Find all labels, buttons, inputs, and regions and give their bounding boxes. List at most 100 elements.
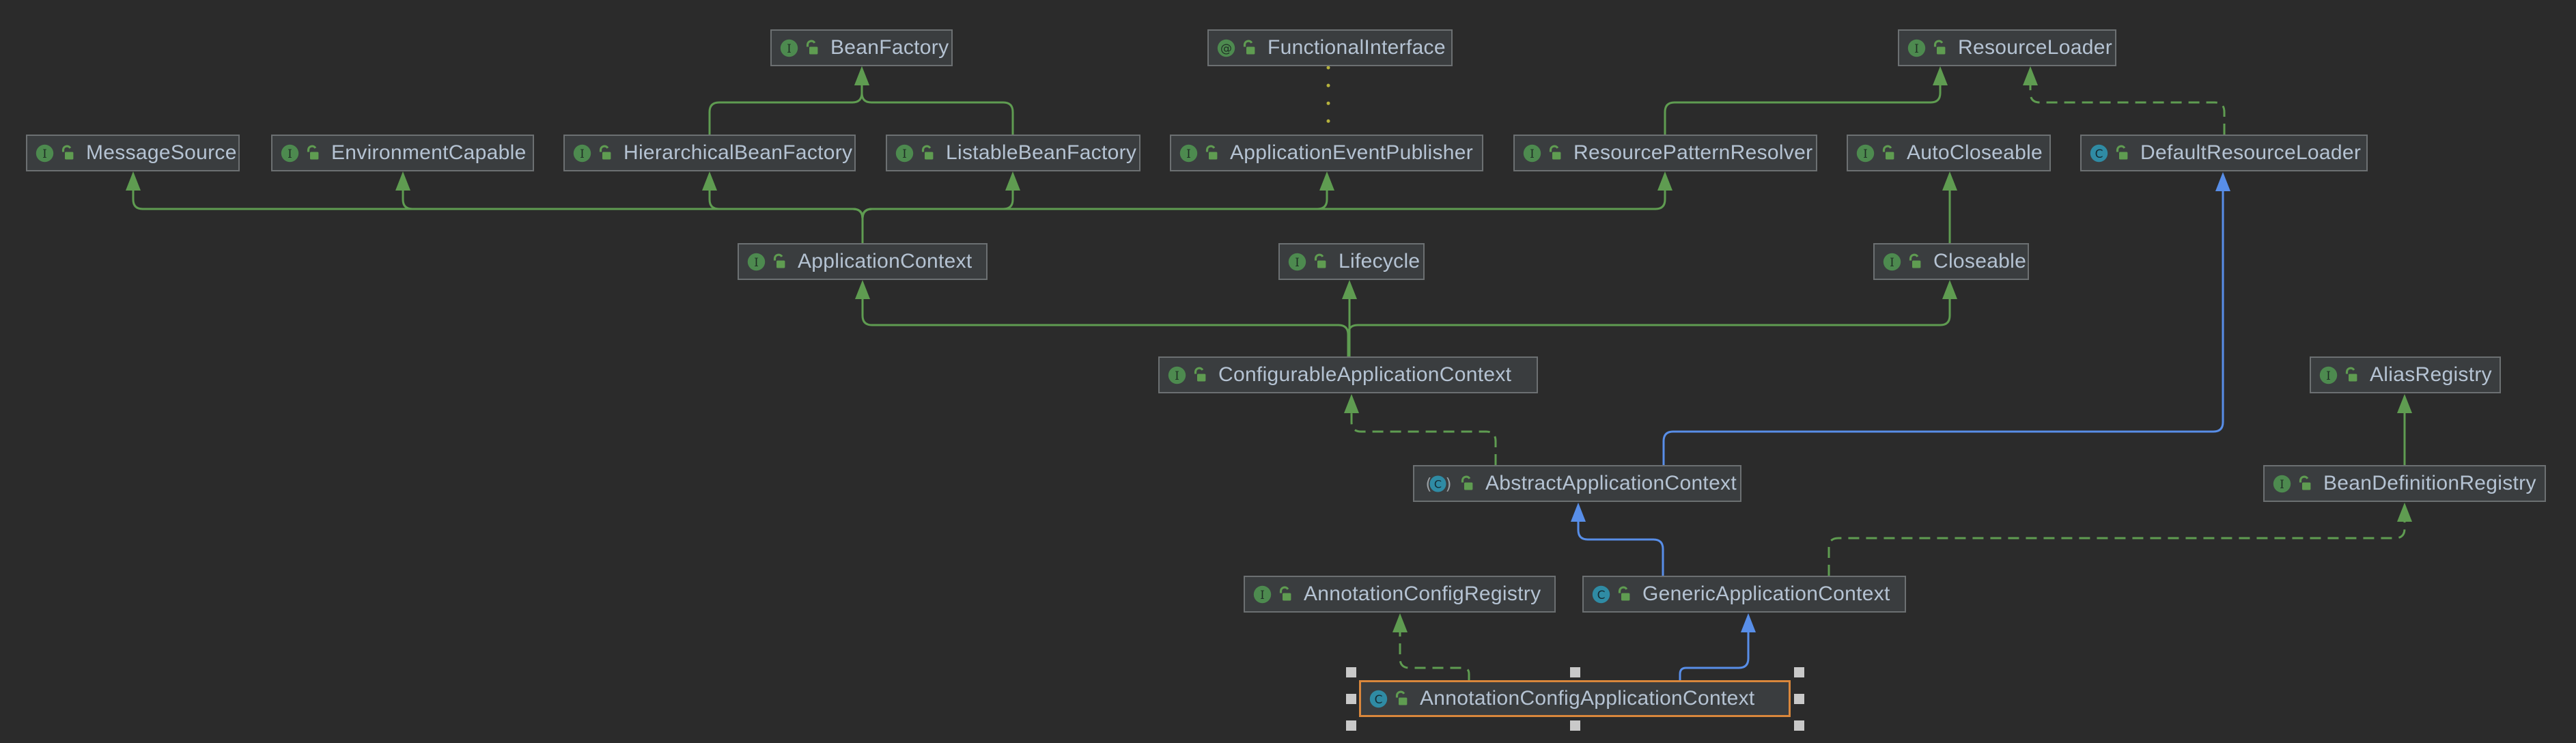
arrowhead-configurableApplicationContext-to-lifecycle <box>1342 280 1357 299</box>
public-lock-icon <box>1192 367 1207 383</box>
interface-icon: I <box>1523 144 1541 163</box>
svg-text:I: I <box>1863 147 1868 160</box>
selection-handle-6[interactable] <box>1569 720 1580 731</box>
edge-configurableApplicationContext-to-closeable <box>1347 292 1951 356</box>
class-node-label-resourceLoader: ResourceLoader <box>1958 36 2113 59</box>
selection-handle-4[interactable] <box>1793 693 1804 704</box>
class-node-environmentCapable[interactable]: I EnvironmentCapable <box>271 135 534 171</box>
arrowhead-applicationContext-to-listableBeanFactory <box>1005 171 1020 191</box>
svg-text:I: I <box>1890 255 1894 269</box>
class-node-label-abstractApplicationContext: AbstractApplicationContext <box>1485 472 1737 494</box>
edge-configurableApplicationContext-to-applicationContext <box>861 292 1349 356</box>
class-icon: C <box>2090 144 2108 163</box>
class-node-hierarchicalBeanFactory[interactable]: I HierarchicalBeanFactory <box>563 135 856 171</box>
class-node-applicationEventPublisher[interactable]: I ApplicationEventPublisher <box>1170 135 1483 171</box>
arrowhead-beanDefinitionRegistry-to-aliasRegistry <box>2397 394 2412 413</box>
arrowhead-resourcePatternResolver-to-resourceLoader <box>1933 66 1948 85</box>
class-node-resourceLoader[interactable]: I ResourceLoader <box>1898 29 2116 66</box>
public-lock-icon <box>1616 586 1631 602</box>
public-lock-icon <box>2344 367 2358 383</box>
arrowhead-genericApplicationContext-to-beanDefinitionRegistry <box>2397 503 2412 522</box>
interface-icon: I <box>1288 253 1306 271</box>
interface-icon: I <box>2273 475 2291 493</box>
class-node-aliasRegistry[interactable]: I AliasRegistry <box>2310 356 2501 393</box>
edge-genericApplicationContext-to-abstractApplicationContext <box>1577 515 1664 576</box>
public-lock-icon <box>772 253 786 270</box>
class-node-label-configurableApplicationContext: ConfigurableApplicationContext <box>1218 363 1512 386</box>
class-node-closeable[interactable]: I Closeable <box>1873 243 2029 280</box>
interface-icon: I <box>573 144 591 163</box>
public-lock-icon <box>2114 145 2129 161</box>
public-lock-icon <box>598 145 612 161</box>
class-node-resourcePatternResolver[interactable]: I ResourcePatternResolver <box>1513 135 1817 171</box>
svg-text:I: I <box>902 147 907 160</box>
svg-text:I: I <box>754 255 759 269</box>
edge-applicationContext-to-resourcePatternResolver <box>861 184 1666 243</box>
interface-icon: I <box>2319 366 2338 384</box>
class-node-abstractApplicationContext[interactable]: (C) AbstractApplicationContext <box>1413 465 1741 502</box>
public-lock-icon <box>1932 40 1946 56</box>
svg-text:C: C <box>1375 692 1383 706</box>
edge-resourcePatternResolver-to-resourceLoader <box>1664 79 1942 135</box>
class-node-label-applicationEventPublisher: ApplicationEventPublisher <box>1230 141 1474 164</box>
class-node-autoCloseable[interactable]: I AutoCloseable <box>1847 135 2051 171</box>
selection-handle-3[interactable] <box>1345 693 1356 704</box>
svg-text:I: I <box>1175 369 1179 382</box>
svg-text:I: I <box>1530 147 1535 160</box>
class-node-beanDefinitionRegistry[interactable]: I BeanDefinitionRegistry <box>2263 465 2546 502</box>
public-lock-icon <box>1907 253 1922 270</box>
public-lock-icon <box>1394 690 1408 707</box>
arrowhead-genericApplicationContext-to-abstractApplicationContext <box>1571 503 1586 522</box>
arrowhead-applicationContext-to-applicationEventPublisher <box>1319 171 1334 191</box>
selection-handle-7[interactable] <box>1793 720 1804 731</box>
interface-icon: I <box>1168 366 1186 384</box>
public-lock-icon <box>804 40 819 56</box>
selection-handle-0[interactable] <box>1345 667 1356 677</box>
edge-defaultResourceLoader-to-resourceLoader <box>2029 79 2226 135</box>
svg-text:I: I <box>1295 255 1300 269</box>
arrowhead-applicationContext-to-resourcePatternResolver <box>1657 171 1672 191</box>
class-node-label-genericApplicationContext: GenericApplicationContext <box>1642 583 1890 605</box>
selection-handle-2[interactable] <box>1793 667 1804 677</box>
class-node-label-hierarchicalBeanFactory: HierarchicalBeanFactory <box>624 141 853 164</box>
public-lock-icon <box>1548 145 1562 161</box>
arrowhead-annotationConfigApplicationContext-to-genericApplicationContext <box>1741 613 1756 632</box>
selection-handle-5[interactable] <box>1345 720 1356 731</box>
svg-text:I: I <box>42 147 47 160</box>
arrowhead-closeable-to-autoCloseable <box>1942 171 1957 191</box>
public-lock-icon <box>60 145 74 161</box>
class-node-label-autoCloseable: AutoCloseable <box>1907 141 2043 164</box>
class-node-applicationContext[interactable]: I ApplicationContext <box>738 243 988 280</box>
class-node-annotationConfigRegistry[interactable]: I AnnotationConfigRegistry <box>1244 576 1556 613</box>
arrowhead-defaultResourceLoader-to-resourceLoader <box>2023 66 2038 85</box>
svg-text:): ) <box>1446 475 1452 493</box>
class-node-label-applicationContext: ApplicationContext <box>798 250 972 272</box>
class-node-configurableApplicationContext[interactable]: I ConfigurableApplicationContext <box>1158 356 1538 393</box>
class-node-lifecycle[interactable]: I Lifecycle <box>1278 243 1425 280</box>
arrowhead-listableBeanFactory-to-beanFactory <box>854 66 869 85</box>
class-icon: C <box>1369 690 1388 708</box>
svg-text:@: @ <box>1220 42 1232 55</box>
class-node-label-messageSource: MessageSource <box>86 141 237 164</box>
interface-icon: I <box>780 39 798 57</box>
svg-text:I: I <box>1186 147 1191 160</box>
class-node-label-listableBeanFactory: ListableBeanFactory <box>946 141 1137 164</box>
class-node-defaultResourceLoader[interactable]: C DefaultResourceLoader <box>2080 135 2368 171</box>
class-node-label-beanFactory: BeanFactory <box>830 36 949 59</box>
svg-text:C: C <box>2095 147 2103 160</box>
class-node-annotationConfigApplicationContext[interactable]: C AnnotationConfigApplicationContext <box>1359 680 1791 717</box>
class-node-functionalInterface[interactable]: @ FunctionalInterface <box>1207 29 1453 66</box>
class-node-label-annotationConfigApplicationContext: AnnotationConfigApplicationContext <box>1420 687 1755 710</box>
class-node-beanFactory[interactable]: I BeanFactory <box>770 29 953 66</box>
class-node-genericApplicationContext[interactable]: C GenericApplicationContext <box>1582 576 1906 613</box>
class-node-listableBeanFactory[interactable]: I ListableBeanFactory <box>886 135 1140 171</box>
edge-genericApplicationContext-to-beanDefinitionRegistry <box>1828 515 2406 576</box>
class-node-label-environmentCapable: EnvironmentCapable <box>331 141 527 164</box>
class-node-messageSource[interactable]: I MessageSource <box>26 135 240 171</box>
selection-handle-1[interactable] <box>1569 667 1580 677</box>
interface-icon: I <box>1883 253 1901 271</box>
class-node-label-aliasRegistry: AliasRegistry <box>2370 363 2492 386</box>
class-node-label-functionalInterface: FunctionalInterface <box>1268 36 1446 59</box>
interface-icon: I <box>1856 144 1875 163</box>
